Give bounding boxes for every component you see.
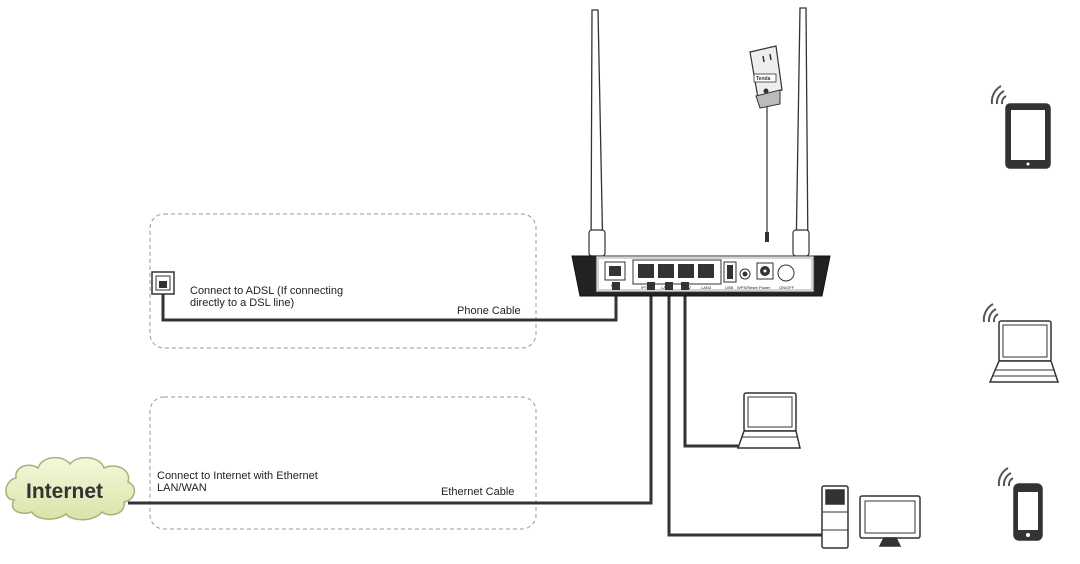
port-label-usb: USB	[725, 285, 734, 290]
phone-cable-line	[161, 287, 618, 322]
ethernet-cable-label: Ethernet Cable	[441, 486, 515, 498]
port-label-lan3: LAN3	[701, 285, 712, 290]
power-adapter-icon: Tenda	[749, 45, 783, 242]
cables	[128, 287, 822, 537]
lan-cable-desktop	[667, 290, 822, 537]
laptop-icon	[736, 392, 801, 449]
phone-jack-icon	[151, 271, 175, 295]
wifi-signal-icon	[982, 303, 999, 323]
router-icon: DSL IPTV LAN1 LAN2 LAN3 USB WPS/Reset Po…	[571, 7, 831, 297]
router-antenna-right	[795, 7, 809, 259]
phone-cable-label: Phone Cable	[457, 305, 521, 317]
port-label-on-off: ON/OFF	[779, 285, 795, 290]
router-antenna-left	[590, 9, 604, 259]
internet-cloud-icon: Internet	[5, 456, 136, 521]
desktop-pc-icon	[821, 485, 921, 549]
port-label-iptv: IPTV	[641, 285, 650, 290]
internet-connect-label: Connect to Internet with Ethernet LAN/WA…	[157, 470, 318, 494]
smartphone-icon	[1013, 483, 1043, 541]
wifi-signal-icon	[997, 467, 1014, 487]
lan-cable-laptop	[683, 290, 738, 448]
port-label-power: Power	[759, 285, 771, 290]
ethernet-cable-line	[128, 290, 653, 505]
adapter-brand: Tenda	[756, 76, 771, 82]
tablet-icon	[1005, 103, 1051, 169]
internet-cloud-label: Internet	[26, 480, 103, 503]
adsl-dashed-box	[149, 213, 537, 349]
laptop-icon	[988, 320, 1060, 383]
wifi-signal-icon	[990, 85, 1007, 105]
port-label-wps-reset: WPS/Reset	[737, 285, 759, 290]
internet-dashed-box	[149, 396, 537, 530]
adsl-connect-label: Connect to ADSL (If connecting directly …	[190, 285, 344, 309]
